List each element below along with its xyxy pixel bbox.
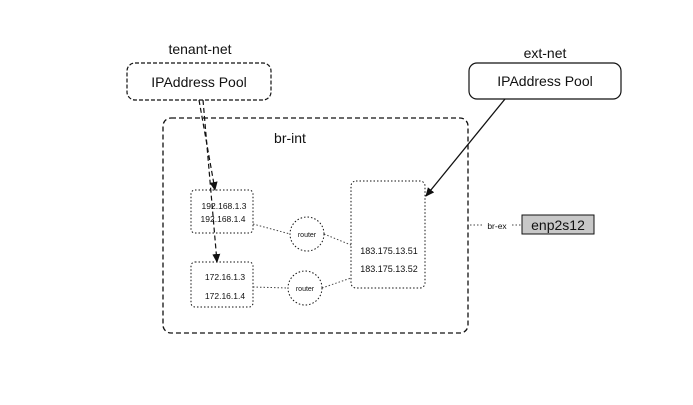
- subnet-top-ip-1: 192.168.1.3: [202, 201, 247, 211]
- ext-net-pool: IPAddress Pool: [468, 62, 622, 100]
- subnet-top-box: [190, 189, 254, 234]
- external-ip-2: 183.175.13.52: [360, 264, 418, 274]
- ext-net-pool-box: [468, 62, 622, 100]
- gateway: 183.175.13.51 183.175.13.52: [350, 180, 426, 289]
- tenant-net-title: tenant-net: [168, 41, 231, 57]
- subnet-top: 192.168.1.3 192.168.1.4: [190, 189, 254, 234]
- ext-net-pool-label: IPAddress Pool: [497, 73, 592, 89]
- arrow-tenant-to-subnet-top: [198, 99, 218, 191]
- arrow-tenant-to-subnet-bottom: [202, 99, 221, 263]
- subnet-bottom-ip-2: 172.16.1.4: [205, 291, 245, 301]
- router-top: router: [289, 216, 325, 252]
- tenant-net-pool: IPAddress Pool: [126, 62, 272, 101]
- router-bottom: router: [287, 270, 323, 306]
- tenant-net-pool-label: IPAddress Pool: [151, 74, 246, 90]
- br-int-label: br-int: [274, 130, 306, 146]
- router-bottom-circle: [287, 270, 323, 306]
- ext-net-title: ext-net: [524, 45, 567, 61]
- br-int-box: [162, 117, 469, 334]
- subnet-bottom-box: [190, 261, 254, 308]
- link-subnet-top-router: [252, 223, 291, 235]
- link-router-top-gateway: [323, 233, 352, 246]
- router-bottom-label: router: [296, 286, 315, 293]
- arrow-ext-to-gateway: [425, 98, 506, 197]
- nic-box: [521, 214, 595, 235]
- connection-lines: [252, 223, 522, 289]
- br-ex-label: br-ex: [487, 221, 507, 231]
- external-ip-1: 183.175.13.51: [360, 246, 418, 256]
- subnet-bottom: 172.16.1.3 172.16.1.4: [190, 261, 254, 308]
- router-top-circle: [289, 216, 325, 252]
- br-int-bridge: br-int: [162, 117, 469, 334]
- nic-label: enp2s12: [531, 217, 585, 233]
- link-router-bottom-gateway: [321, 277, 352, 289]
- router-top-label: router: [298, 232, 317, 239]
- tenant-pool-arrows: [198, 99, 221, 263]
- link-subnet-bottom-router: [252, 286, 289, 289]
- physical-nic: enp2s12: [521, 214, 595, 235]
- gateway-box: [350, 180, 426, 289]
- subnet-top-ip-2: 192.168.1.4: [201, 214, 246, 224]
- subnet-bottom-ip-1: 172.16.1.3: [205, 272, 245, 282]
